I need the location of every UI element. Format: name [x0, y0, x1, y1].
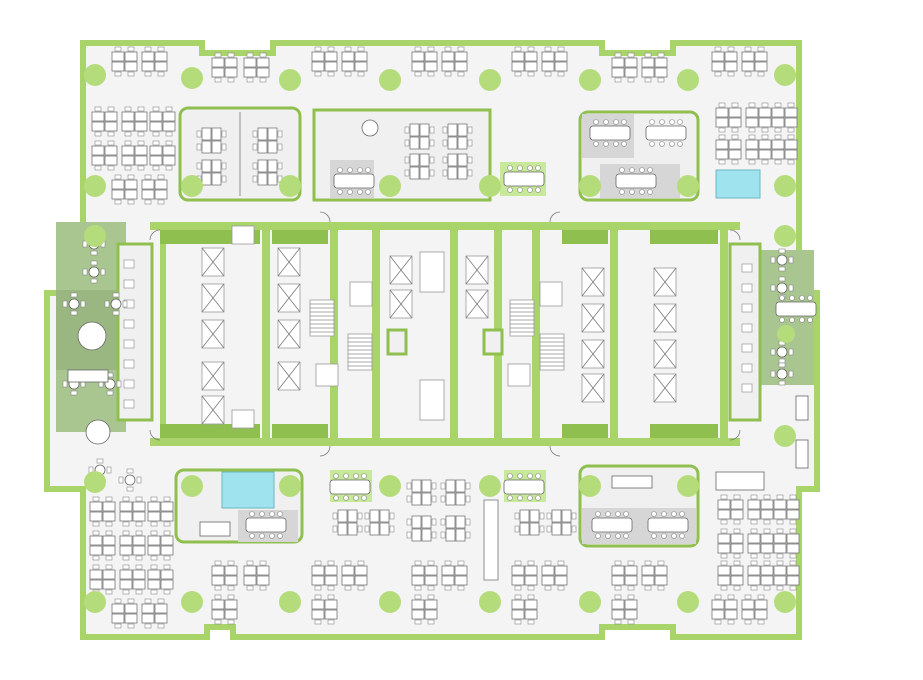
meeting-rooms-south: [174, 464, 700, 548]
planters: [84, 64, 796, 613]
lounge-zone-east: [760, 250, 814, 385]
door-swings: [149, 211, 741, 457]
workstations-south: [89, 479, 800, 629]
lounge-furniture: [62, 232, 817, 492]
restroom-east: [728, 242, 762, 422]
meeting-rooms-north: [178, 106, 761, 202]
stairwells: [309, 281, 565, 387]
service-rooms: [231, 225, 504, 429]
restroom-west: [116, 242, 154, 422]
